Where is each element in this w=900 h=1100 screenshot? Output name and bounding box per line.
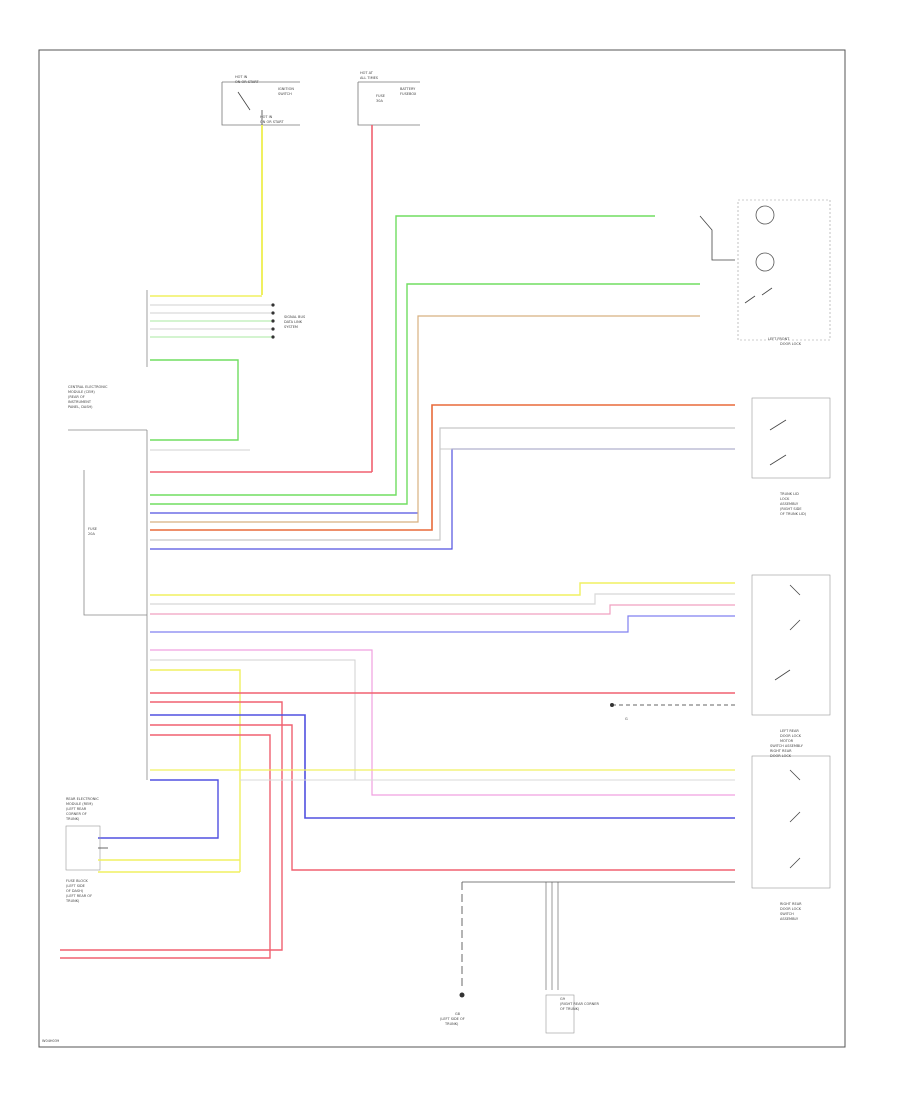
- svg-text:(LEFT SIDE OF: (LEFT SIDE OF: [440, 1017, 465, 1021]
- wire-violet-1: [150, 615, 735, 633]
- wire-red-4: [150, 724, 735, 871]
- svg-text:ON OR START: ON OR START: [235, 80, 259, 84]
- svg-text:(LEFT REAR OF: (LEFT REAR OF: [66, 894, 92, 898]
- svg-text:FUSE: FUSE: [88, 527, 97, 531]
- svg-text:PANEL, DASH): PANEL, DASH): [68, 405, 93, 409]
- wire-red-3: [60, 701, 283, 951]
- wire-yellow-3: [150, 669, 241, 872]
- wire-green-2: [150, 283, 700, 505]
- svg-text:ALL TIMES: ALL TIMES: [360, 76, 379, 80]
- svg-text:HOT IN: HOT IN: [235, 75, 248, 79]
- svg-text:RIGHT REAR: RIGHT REAR: [780, 902, 802, 906]
- wire-pink-2: [150, 649, 735, 796]
- svg-text:SWITCH: SWITCH: [278, 92, 292, 96]
- svg-text:TRUNK): TRUNK): [65, 899, 80, 903]
- svg-text:SWITCH ASSEMBLY: SWITCH ASSEMBLY: [770, 744, 804, 748]
- wire-green-loop: [150, 359, 239, 441]
- svg-text:TRUNK): TRUNK): [65, 817, 80, 821]
- svg-text:DOOR LOCK: DOOR LOCK: [780, 907, 802, 911]
- wire-blue-2: [150, 448, 735, 550]
- svg-text:IGNITION: IGNITION: [278, 87, 294, 91]
- svg-text:SWITCH: SWITCH: [780, 912, 794, 916]
- svg-text:HOT AT: HOT AT: [360, 71, 374, 75]
- right-rear-lock-assembly: RIGHT REAR DOOR LOCK RIGHT REAR DOOR LOC…: [751, 749, 831, 921]
- data-link-stubs: SIGNAL BUS DATA LINK SYSTEM: [150, 295, 306, 339]
- footer-code: W04H039: [42, 1039, 59, 1043]
- svg-text:FUSEBOX: FUSEBOX: [400, 92, 417, 96]
- connector-ticks: G: [610, 703, 628, 721]
- front-door-lock-motor: LEFT FRONT DOOR LOCK: [699, 199, 831, 346]
- wire-yellow-2: [150, 582, 735, 596]
- svg-text:MODULE (CEM): MODULE (CEM): [68, 390, 95, 394]
- diagram-frame: [38, 49, 846, 1048]
- svg-text:ASSEMBLY: ASSEMBLY: [780, 917, 799, 921]
- svg-text:REAR ELECTRONIC: REAR ELECTRONIC: [66, 797, 99, 801]
- svg-text:G9: G9: [560, 997, 565, 1001]
- svg-text:DOOR LOCK: DOOR LOCK: [780, 734, 802, 738]
- svg-text:DOOR LOCK: DOOR LOCK: [780, 342, 802, 346]
- wire-blue-cem: [98, 779, 219, 839]
- svg-text:(REAR OF: (REAR OF: [68, 395, 85, 399]
- svg-text:DATA LINK: DATA LINK: [284, 320, 303, 324]
- svg-text:(LEFT SIDE: (LEFT SIDE: [66, 884, 85, 888]
- svg-text:(RIGHT REAR CORNER: (RIGHT REAR CORNER: [560, 1002, 599, 1006]
- left-rear-lock-assembly: LEFT REAR DOOR LOCK MOTOR SWITCH ASSEMBL…: [751, 574, 831, 748]
- svg-text:(RIGHT SIDE: (RIGHT SIDE: [780, 507, 802, 511]
- svg-text:FUSE BLOCK: FUSE BLOCK: [66, 879, 89, 883]
- svg-text:LOCK: LOCK: [780, 497, 790, 501]
- svg-text:20A: 20A: [88, 532, 95, 536]
- svg-text:RIGHT REAR: RIGHT REAR: [770, 749, 792, 753]
- svg-text:(LEFT REAR: (LEFT REAR: [66, 807, 87, 811]
- svg-text:LEFT REAR: LEFT REAR: [780, 729, 799, 733]
- wire-gray-3: [150, 659, 356, 780]
- wire-pink-1: [150, 604, 735, 615]
- svg-text:TRUNK LID: TRUNK LID: [779, 492, 799, 496]
- svg-text:BATTERY: BATTERY: [400, 87, 416, 91]
- wire-blue-3: [150, 714, 735, 819]
- svg-text:SIGNAL BUS: SIGNAL BUS: [284, 315, 306, 319]
- wire-tan-1: [150, 315, 700, 523]
- svg-text:G: G: [625, 717, 628, 721]
- svg-text:LEFT FRONT: LEFT FRONT: [768, 337, 790, 341]
- svg-text:G8: G8: [455, 1012, 460, 1016]
- svg-text:DOOR LOCK: DOOR LOCK: [770, 754, 792, 758]
- svg-text:CENTRAL ELECTRONIC: CENTRAL ELECTRONIC: [68, 385, 108, 389]
- svg-text:MOTOR: MOTOR: [780, 739, 794, 743]
- battery-fuse-box: HOT AT ALL TIMES FUSE 30A BATTERY FUSEBO…: [357, 71, 420, 126]
- svg-text:HOT IN: HOT IN: [260, 115, 273, 119]
- svg-text:INSTRUMENT: INSTRUMENT: [68, 400, 92, 404]
- cem-connector: CENTRAL ELECTRONIC MODULE (CEM) (REAR OF…: [68, 290, 148, 780]
- trunk-lid-lock: TRUNK LID LOCK ASSEMBLY (RIGHT SIDE OF T…: [751, 397, 831, 516]
- svg-text:30A: 30A: [376, 99, 383, 103]
- svg-text:OF TRUNK): OF TRUNK): [560, 1007, 580, 1011]
- svg-text:FUSE: FUSE: [376, 94, 385, 98]
- ground-connections: G8 (LEFT SIDE OF TRUNK) G9 (RIGHT REAR C…: [440, 881, 735, 1034]
- svg-text:SYSTEM: SYSTEM: [284, 325, 298, 329]
- svg-text:ASSEMBLY: ASSEMBLY: [780, 502, 799, 506]
- svg-text:TRUNK): TRUNK): [444, 1022, 459, 1026]
- svg-text:OF TRUNK LID): OF TRUNK LID): [780, 512, 807, 516]
- wire-gray-2: [150, 593, 735, 605]
- wire-green-1: [150, 215, 655, 496]
- svg-text:OF DASH): OF DASH): [66, 889, 84, 893]
- wire-orange-1: [150, 404, 735, 531]
- ignition-switch: HOT IN ON OR START IGNITION SWITCH HOT I…: [221, 75, 300, 126]
- svg-text:MODULE (REM): MODULE (REM): [66, 802, 93, 806]
- svg-text:ON OR START: ON OR START: [260, 120, 284, 124]
- svg-text:CORNER OF: CORNER OF: [66, 812, 87, 816]
- rear-electronic-module: REAR ELECTRONIC MODULE (REM) (LEFT REAR …: [65, 797, 240, 903]
- wire-gray-1: [150, 427, 735, 541]
- wire-red-5: [60, 734, 271, 959]
